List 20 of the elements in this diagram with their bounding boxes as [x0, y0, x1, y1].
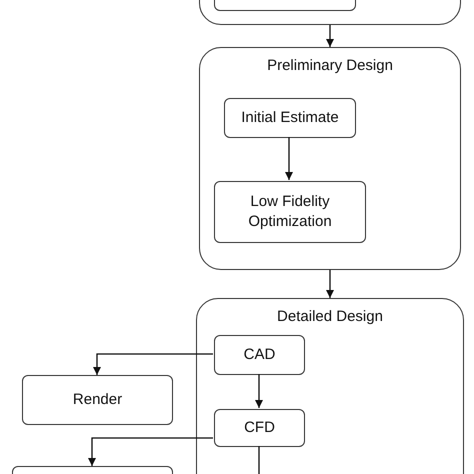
- box-label: Initial Estimate: [241, 108, 339, 128]
- arrow: [326, 270, 334, 298]
- process-box: [224, 98, 356, 138]
- stage-container: [196, 298, 464, 474]
- stage-title: Preliminary Design: [266, 56, 394, 76]
- arrow: [93, 353, 213, 375]
- arrow: [255, 374, 263, 408]
- process-box: [22, 375, 173, 425]
- process-box: [214, 409, 305, 447]
- box-label: Render: [72, 390, 122, 410]
- arrow: [326, 25, 334, 47]
- stage-container: [199, 47, 461, 270]
- box-label: Low Fidelity Optimization: [247, 192, 333, 232]
- box-label: CFD: [244, 418, 275, 438]
- arrow: [88, 437, 213, 466]
- box-label: CAD: [244, 344, 276, 365]
- process-box: [214, 181, 366, 243]
- stage-title: Detailed Design: [276, 307, 384, 327]
- arrow: [285, 137, 293, 180]
- process-box: [214, 335, 305, 375]
